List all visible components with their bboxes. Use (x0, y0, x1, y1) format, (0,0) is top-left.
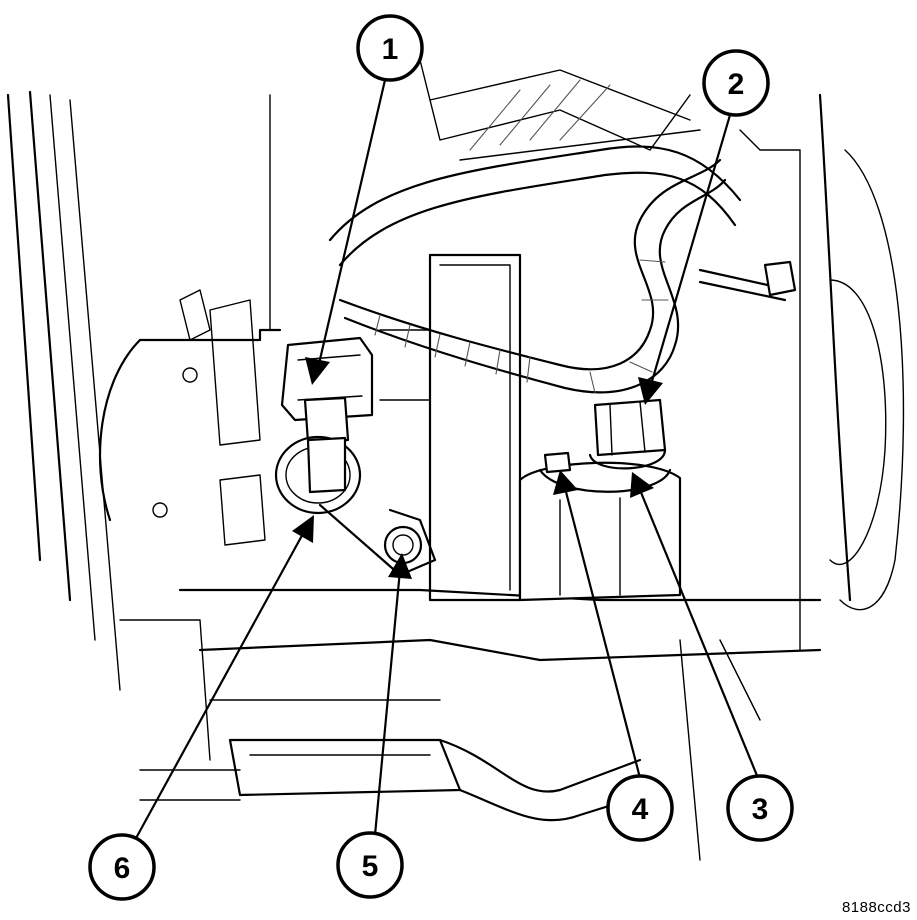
callout-label-5: 5 (362, 850, 379, 883)
leader-arrow-4 (553, 470, 642, 780)
figure-code: 8188ccd3 (841, 899, 911, 916)
callout-label-3: 3 (752, 793, 769, 826)
callout-label-2: 2 (728, 68, 745, 101)
leader-arrow-2 (638, 113, 732, 405)
callout-1: 1 (356, 14, 424, 82)
callouts: 1 2 3 4 5 6 (88, 14, 794, 901)
callout-6: 6 (88, 833, 156, 901)
sensor-connector-left (280, 336, 374, 444)
leader-arrow-5 (373, 553, 412, 837)
callout-3: 3 (726, 774, 794, 842)
callout-2: 2 (702, 49, 770, 117)
engine-background (6, 59, 905, 861)
leader-arrow-3 (630, 472, 760, 780)
sensor-right (518, 398, 682, 602)
leader-arrow-1 (305, 78, 387, 385)
callout-label-1: 1 (382, 33, 399, 66)
leader-arrows (133, 78, 760, 842)
sensor-bolt-right (543, 451, 572, 474)
sensor-connector-right (593, 398, 667, 457)
sensor-wiring-harness (338, 158, 727, 394)
leader-arrow-6 (133, 515, 314, 842)
callout-5: 5 (336, 831, 404, 899)
sensor-left (274, 435, 437, 577)
callout-label-6: 6 (114, 852, 131, 885)
callout-label-4: 4 (632, 793, 649, 826)
callout-4: 4 (606, 774, 674, 842)
